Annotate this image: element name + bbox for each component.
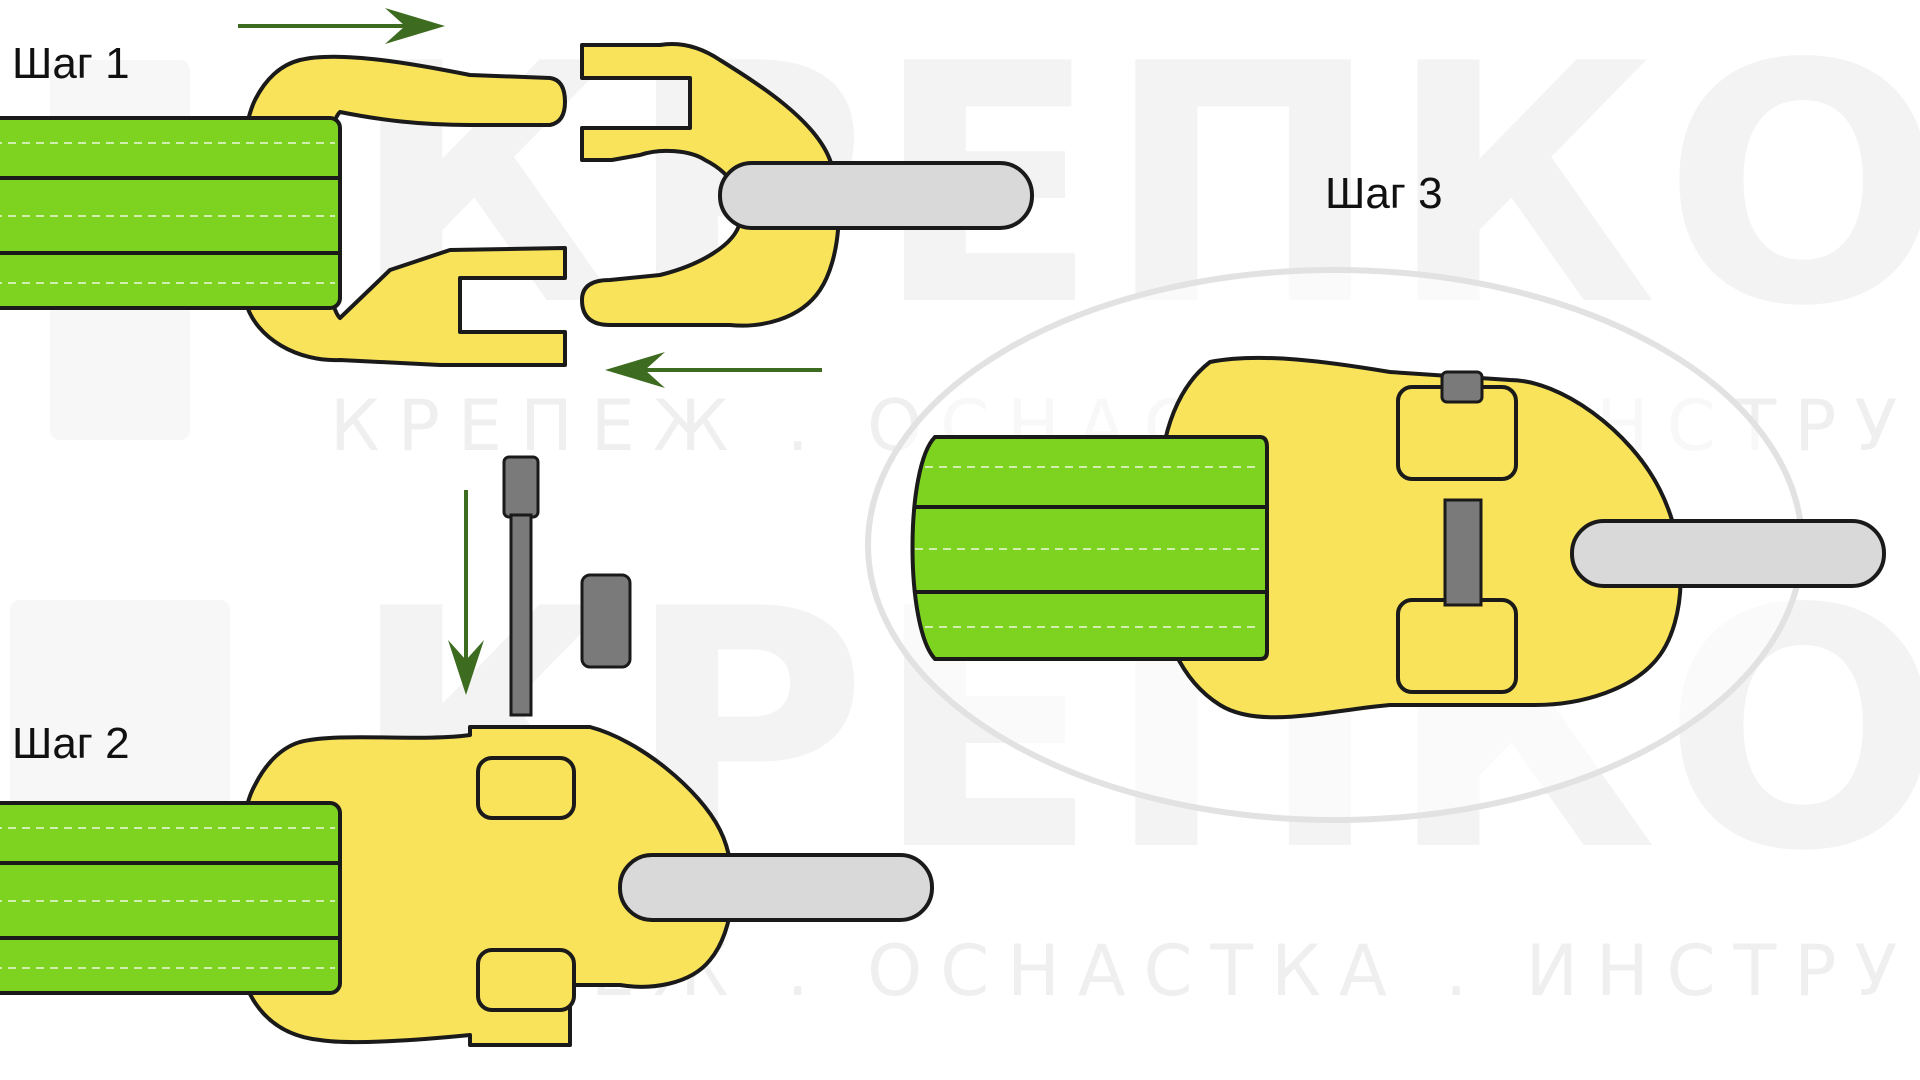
pin-head bbox=[502, 455, 540, 519]
step-1-diagram bbox=[0, 8, 1034, 388]
step-3-diagram bbox=[865, 267, 1886, 823]
lower-lug bbox=[476, 948, 576, 1012]
sling-strap bbox=[0, 116, 342, 310]
lower-clevis bbox=[1396, 598, 1518, 694]
step-2-diagram bbox=[0, 455, 934, 1047]
pin-shaft bbox=[509, 513, 533, 717]
ring-link bbox=[618, 853, 934, 922]
step-2-label: Шаг 2 bbox=[12, 719, 130, 768]
pin-head bbox=[1440, 370, 1484, 404]
pin-shaft bbox=[1443, 498, 1483, 607]
retainer-bushing bbox=[580, 573, 632, 669]
watermark-logo-bottom bbox=[10, 600, 230, 850]
upper-lug bbox=[476, 756, 576, 820]
right-coupling-half bbox=[580, 42, 841, 328]
step-3-label: Шаг 3 bbox=[1325, 169, 1443, 218]
sling-strap bbox=[910, 435, 1269, 661]
sling-strap bbox=[0, 801, 342, 995]
ring-link bbox=[718, 161, 1034, 230]
arrow-right-icon bbox=[238, 8, 445, 44]
step-1-label: Шаг 1 bbox=[12, 39, 130, 88]
arrow-down-icon bbox=[448, 490, 484, 695]
arrow-left-icon bbox=[605, 352, 822, 388]
ring-link bbox=[1570, 519, 1886, 588]
